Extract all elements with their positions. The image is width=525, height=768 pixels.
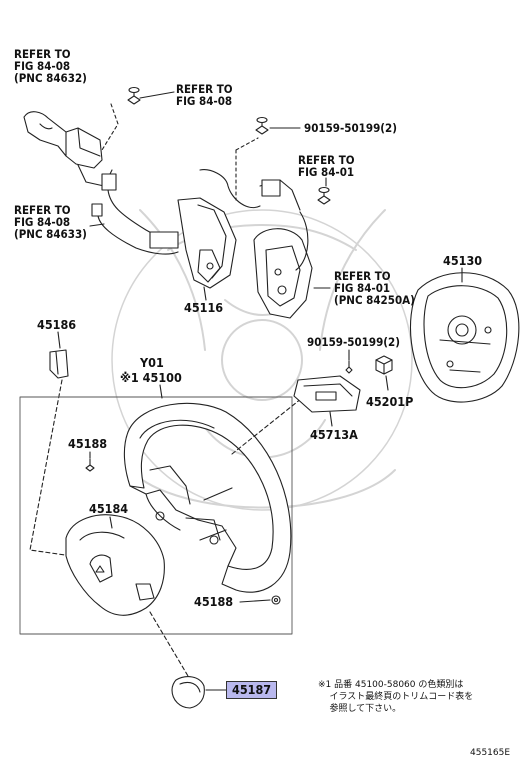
screw-4: [345, 360, 353, 374]
label-45116: 45116: [184, 300, 224, 315]
screw-2: [255, 116, 269, 135]
part-45201p-nut: [375, 355, 393, 375]
steering-wheel-45100: [123, 402, 292, 593]
screw-1: [127, 86, 141, 105]
label-ref-84250a: REFER TO FIG 84-01 (PNC 84250A): [334, 269, 415, 307]
assembly-frame: [19, 396, 293, 635]
leader-line: [239, 599, 271, 603]
label-45188-lower: 45188: [194, 594, 234, 609]
label-45130: 45130: [443, 253, 483, 268]
part-45116-switch: [177, 197, 237, 289]
leader-dashed-3: [29, 379, 73, 557]
part-45188-nut-b: [271, 595, 281, 605]
label-45713a: 45713A: [310, 427, 358, 442]
leader-line: [57, 331, 61, 349]
label-45184: 45184: [89, 501, 129, 516]
label-bolt-top: 90159-50199(2): [304, 121, 397, 135]
label-ref-84632: REFER TO FIG 84-08 (PNC 84632): [14, 47, 87, 85]
leader-dashed-2: [235, 137, 259, 201]
label-y01: Y01: [140, 355, 164, 370]
part-45184-cover: [65, 514, 165, 616]
label-45188-upper: 45188: [68, 436, 108, 451]
wire: [199, 169, 261, 208]
footnote-text: ※1 品番 45100-58060 の色類別は イラスト最終頁のトリムコード表を…: [318, 680, 474, 714]
part-45188-screw-a: [85, 458, 95, 472]
label-45100: ※1 45100: [120, 370, 182, 385]
wire: [295, 211, 309, 271]
wire-harness-part: [91, 173, 179, 255]
leader-line: [109, 516, 113, 529]
combination-switch-part: [23, 111, 113, 187]
part-45187-cap: [171, 676, 205, 709]
label-ref-84-01: REFER TO FIG 84-01: [298, 153, 355, 179]
figure-code: 455165E: [470, 748, 511, 758]
label-ref-84-08: REFER TO FIG 84-08: [176, 82, 233, 108]
part-45713a-bracket: [293, 375, 361, 413]
leader-line: [385, 375, 389, 391]
label-bolt-mid: 90159-50199(2): [307, 335, 400, 349]
leader-line: [159, 384, 163, 399]
leader-dashed-1: [101, 103, 119, 151]
label-45186: 45186: [37, 317, 77, 332]
label-45187-highlighted[interactable]: 45187: [226, 681, 278, 699]
leader-line: [89, 223, 105, 227]
part-45130-horn-pad: [409, 272, 520, 403]
label-45201p: 45201P: [366, 394, 414, 409]
leader-line: [329, 411, 333, 427]
label-ref-84633: REFER TO FIG 84-08 (PNC 84633): [14, 203, 87, 241]
leader-dashed-5: [149, 611, 189, 677]
leader-line: [203, 286, 207, 301]
part-84250a-switch: [253, 179, 313, 319]
part-45186-clip: [49, 349, 69, 379]
screw-3: [317, 186, 331, 205]
leader-line: [139, 91, 175, 99]
